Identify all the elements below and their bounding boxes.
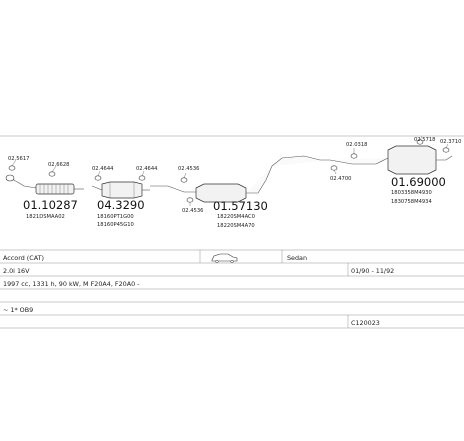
vehicle-engine: 2.0i 16V <box>3 267 30 275</box>
part-connecting-pipe <box>271 155 330 167</box>
clamp-code: 02.4644 <box>92 166 114 172</box>
clamp-c3: 02.4644 <box>92 166 114 181</box>
vehicle-specs: 1997 cc, 1331 h, 90 kW, M F20A4, F20A0 - <box>3 280 139 288</box>
vehicle-body: Sedan <box>287 254 307 262</box>
part-middle-silencer <box>150 165 273 203</box>
clamp-c7: 02.4700 <box>330 165 351 182</box>
clamp-c8: 02.0318 <box>346 142 367 159</box>
oem-number: 18220SM4AC0 <box>217 214 255 220</box>
clamp-c6: 02.4536 <box>182 197 203 214</box>
clamp-c2: 02.6628 <box>48 162 69 177</box>
clamp-c4: 02.4644 <box>136 166 158 181</box>
clamp-code: 02.4536 <box>182 208 203 214</box>
clamp-code: 02.5718 <box>414 137 435 143</box>
sedan-car-icon <box>211 253 238 264</box>
clamp-code: 02.5617 <box>8 156 29 162</box>
part-rear-silencer <box>329 145 453 175</box>
reference-number: C120023 <box>351 319 380 327</box>
vehicle-note: ~ 1* OB9 <box>3 306 33 314</box>
clamp-code: 02.4700 <box>330 176 351 182</box>
clamp-c5: 02.4536 <box>178 166 199 183</box>
vehicle-years: 01/90 - 11/92 <box>351 267 394 275</box>
oem-number: 18160PT1G00 <box>97 214 134 220</box>
clamp-code: 02.6628 <box>48 162 69 168</box>
clamp-code: 02.4536 <box>178 166 199 172</box>
clamp-code: 02.3710 <box>440 139 461 145</box>
oem-number: 18220SM4A70 <box>217 223 255 229</box>
oem-number: 1803358M4930 <box>391 190 432 196</box>
oem-number: 1821DSMAA02 <box>26 214 65 220</box>
part-front-pipe <box>5 174 84 195</box>
part-number: 01.10287 <box>23 198 78 212</box>
part-number: 01.69000 <box>391 175 446 189</box>
vehicle-model: Accord (CAT) <box>3 254 44 262</box>
part-number: 04.3290 <box>97 198 145 212</box>
clamp-code: 02.4644 <box>136 166 158 172</box>
vehicle-info-table: Accord (CAT) Sedan 2.0i 16V 01/90 - 11/9… <box>0 249 464 329</box>
part-number: 01.57130 <box>213 199 268 213</box>
part-catalytic-converter <box>91 181 150 199</box>
clamp-c10: 02.3710 <box>440 139 461 153</box>
clamp-c9: 02.5718 <box>414 135 435 145</box>
oem-number: 1830758M4934 <box>391 199 432 205</box>
clamp-c1: 02.5617 <box>8 156 29 171</box>
oem-number: 18160P45G10 <box>97 222 134 228</box>
clamp-code: 02.0318 <box>346 142 367 148</box>
